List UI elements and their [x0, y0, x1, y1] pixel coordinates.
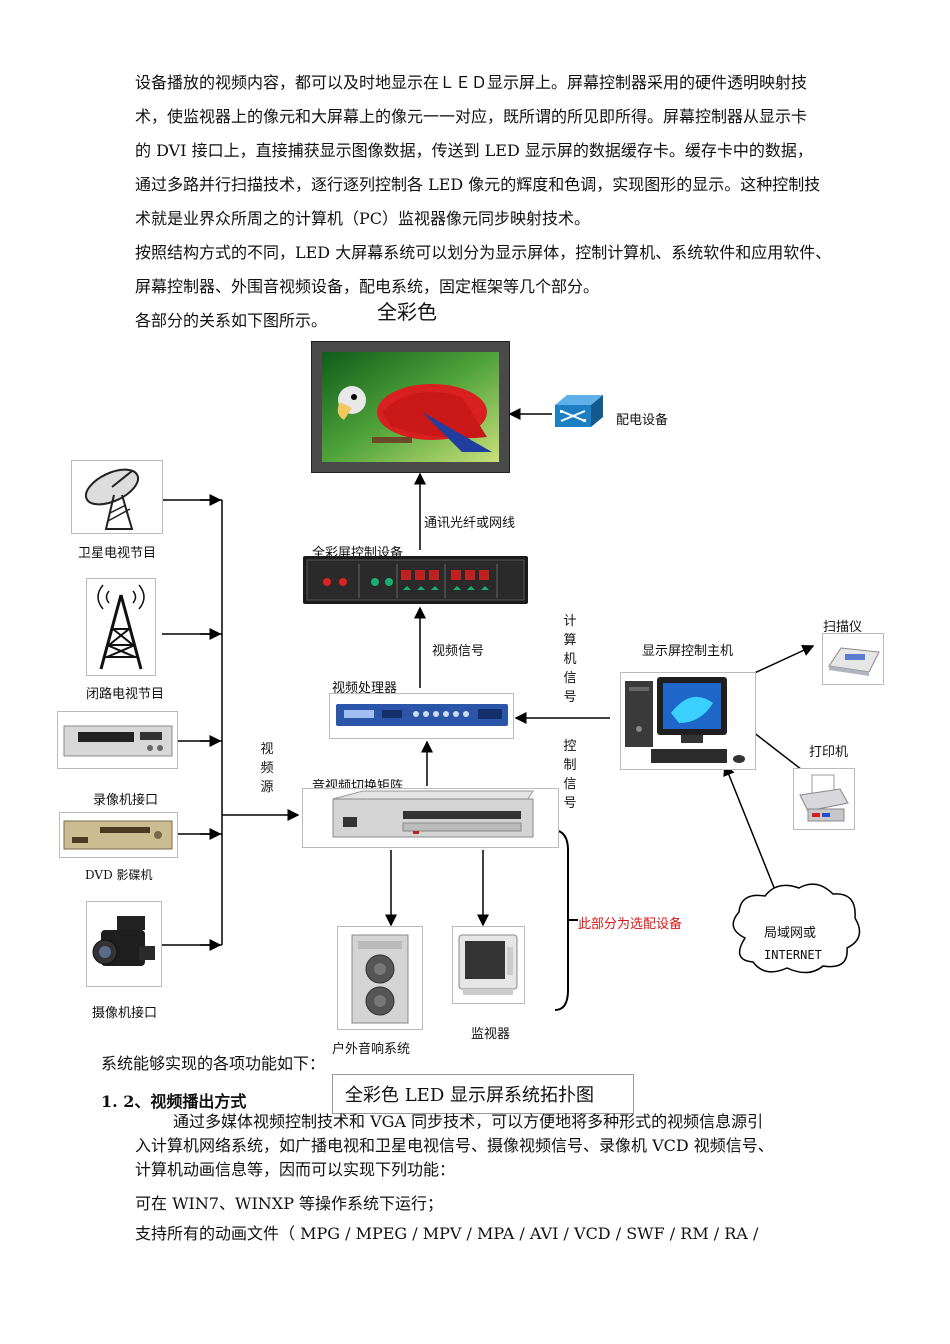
host-label: 显示屏控制主机: [642, 644, 734, 659]
monitor-frame: [452, 926, 525, 1004]
vcr-icon: [63, 725, 173, 757]
printer-icon: [799, 774, 849, 822]
scanner-icon: [828, 647, 880, 676]
dvd-player-icon: [63, 820, 173, 850]
p4-line-1: 通过多媒体视频控制技术和 VGA 同步技术，可以方便地将多种形式的视频信息源引: [173, 1112, 764, 1131]
p2-line-1: 按照结构方式的不同，LED 大屏幕系统可以划分为显示屏体，控制计算机、系统软件和…: [135, 243, 832, 262]
dvd-label: DVD 影碟机: [85, 868, 153, 882]
lan-label-2: INTERNET: [764, 948, 822, 962]
satellite-frame: [71, 460, 163, 534]
crt-monitor-icon: [458, 934, 518, 995]
camcorder-frame: [86, 901, 162, 987]
speaker-label: 户外音响系统: [332, 1042, 411, 1057]
led-screen: [311, 341, 510, 473]
p1-line-3: 的 DVI 接口上，直接捕获显示图像数据，传送到 LED 显示屏的数据缓存卡。缓…: [135, 141, 813, 160]
optional-label: 此部分为选配设备: [578, 917, 683, 932]
p1-line-2: 术，使监视器上的像元和大屏幕上的像元一一对应，既所谓的所见即所得。屏幕控制器从显…: [135, 107, 808, 126]
computer-signal-label: 计算机信号: [563, 614, 577, 705]
functions-intro: 系统能够实现的各项功能如下：: [101, 1054, 326, 1073]
paragraph-6: 支持所有的动画文件（ MPG / MPEG / MPV / MPA / AVI …: [135, 1224, 759, 1243]
scanner-frame: [822, 633, 884, 685]
p1-line-4: 通过多路并行扫描技术，逐行逐列控制各 LED 像元的辉度和色调，实现图形的显示。…: [135, 175, 821, 194]
scanner-label: 扫描仪: [823, 620, 863, 635]
vcr-frame: [57, 711, 178, 769]
speaker-icon: [351, 934, 409, 1024]
p4-line-2: 入计算机网络系统，如广播电视和卫星电视信号、摄像视频信号、录像机 VCD 视频信…: [135, 1136, 774, 1155]
satellite-label: 卫星电视节目: [78, 546, 157, 561]
lan-label-1: 局域网或: [764, 926, 817, 941]
paragraph-1: 设备播放的视频内容，都可以及时地显示在ＬＥＤ显示屏上。屏幕控制器采用的硬件透明映…: [135, 66, 875, 338]
cctv-frame: [86, 578, 156, 676]
antenna-tower-icon: [97, 584, 145, 670]
satellite-dish-icon: [84, 468, 140, 530]
printer-frame: [793, 768, 855, 830]
paragraph-4: 通过多媒体视频控制技术和 VGA 同步技术，可以方便地将多种形式的视频信息源引 …: [135, 1110, 885, 1182]
comm-label: 通讯光纤或网线: [424, 516, 516, 531]
p1-line-5: 术就是业界众所周之的计算机（PC）监视器像元同步映射技术。: [135, 209, 591, 228]
power-label: 配电设备: [616, 413, 669, 428]
control-signal-label: 控制信号: [563, 739, 577, 811]
paragraph-5: 可在 WIN7、WINXP 等操作系统下运行；: [135, 1194, 444, 1213]
av-matrix-device: [332, 790, 534, 838]
p4-line-3: 计算机动画信息等，因而可以实现下列功能：: [135, 1160, 456, 1179]
camcorder-label: 摄像机接口: [92, 1006, 158, 1021]
video-processor-device: [336, 704, 508, 726]
controller-device: [303, 556, 528, 604]
vcr-label: 录像机接口: [93, 793, 159, 808]
cctv-label: 闭路电视节目: [86, 687, 165, 702]
camcorder-icon: [92, 916, 155, 966]
printer-label: 打印机: [809, 745, 849, 760]
switch-icon: [553, 393, 605, 433]
video-signal-label: 视频信号: [432, 644, 485, 659]
speaker-frame: [337, 926, 423, 1030]
parrot-image: [322, 352, 499, 462]
computer-icon: [625, 677, 745, 763]
video-processor-frame: [329, 693, 514, 739]
monitor-label: 监视器: [471, 1027, 511, 1042]
p2-line-2: 屏幕控制器、外围音视频设备，配电系统，固定框架等几个部分。: [135, 277, 600, 296]
av-matrix-frame: [302, 788, 559, 848]
video-source-label: 视频源: [260, 742, 274, 795]
video-processor-label: 视频处理器: [332, 681, 398, 696]
host-frame: [620, 672, 756, 770]
diagram-caption: 全彩色 LED 显示屏系统拓扑图: [332, 1074, 634, 1114]
section-heading: 1. 2、视频播出方式: [101, 1092, 247, 1111]
cloud-icon: [725, 878, 865, 982]
p3-line: 各部分的关系如下图所示。: [135, 311, 328, 330]
p1-line-1: 设备播放的视频内容，都可以及时地显示在ＬＥＤ显示屏上。屏幕控制器采用的硬件透明映…: [135, 73, 808, 92]
dvd-frame: [59, 812, 178, 858]
fullcolor-title: 全彩色: [377, 300, 437, 324]
